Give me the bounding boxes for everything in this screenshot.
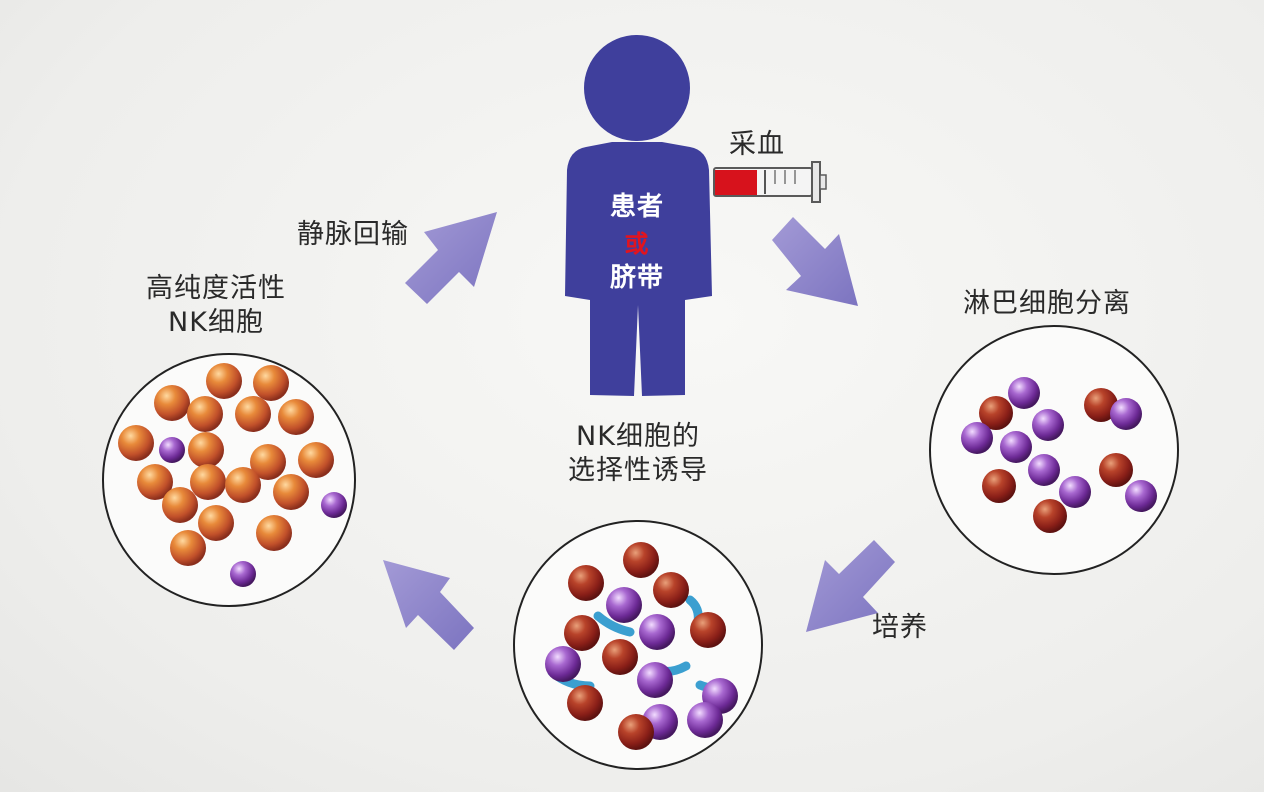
nk-cell (206, 363, 242, 399)
red-cell (568, 565, 604, 601)
nk-cell (137, 464, 173, 500)
purple-cell (1125, 480, 1157, 512)
red-cell (1084, 388, 1118, 422)
nk-cell (170, 530, 206, 566)
nk-cell (198, 505, 234, 541)
red-cell (1099, 453, 1133, 487)
arrow-to-lymph-separation (772, 217, 858, 306)
red-cell (979, 396, 1013, 430)
purple-cell (545, 646, 581, 682)
selective-line2: 选择性诱导 (568, 454, 708, 486)
lymph-separation-label: 淋巴细胞分离 (963, 288, 1131, 319)
nk-cell (253, 365, 289, 401)
nk-cell (187, 396, 223, 432)
purple-cell (1008, 377, 1040, 409)
purple-cell (1028, 454, 1060, 486)
red-cell (564, 615, 600, 651)
nk-cell (190, 464, 226, 500)
arrow-to-culture (806, 540, 895, 632)
nk-cell (256, 515, 292, 551)
high-purity-line1: 高纯度活性 (146, 273, 286, 304)
nk-cell (278, 399, 314, 435)
purple-cell (1110, 398, 1142, 430)
lymph-separation-circle (929, 325, 1179, 575)
red-cell (618, 714, 654, 750)
purple-cell (321, 492, 347, 518)
purple-cell (687, 702, 723, 738)
purple-cell (1032, 409, 1064, 441)
nk-cell (154, 385, 190, 421)
red-cell (1033, 499, 1067, 533)
nk-cell (298, 442, 334, 478)
red-cell (653, 572, 689, 608)
red-cell (623, 542, 659, 578)
iv-return-label: 静脉回输 (297, 219, 409, 250)
patient-label: 患者 (609, 192, 664, 222)
nk-cell (235, 396, 271, 432)
high-purity-line2: NK细胞 (168, 306, 264, 338)
nk-cell (250, 444, 286, 480)
patient-figure (565, 35, 712, 396)
purple-cell (1059, 476, 1091, 508)
nk-cell (118, 425, 154, 461)
purple-cell (1000, 431, 1032, 463)
purple-cell (606, 587, 642, 623)
purple-cell (639, 614, 675, 650)
purple-cell (159, 437, 185, 463)
or-label: 或 (624, 230, 650, 258)
purple-cell (637, 662, 673, 698)
red-cell (602, 639, 638, 675)
culture-label: 培养 (872, 612, 928, 643)
red-cell (567, 685, 603, 721)
purple-cell (230, 561, 256, 587)
nk-cell (273, 474, 309, 510)
umbilical-label: 脐带 (609, 263, 664, 293)
selective-line1: NK细胞的 (576, 421, 700, 452)
selective-induction-circle (513, 520, 763, 770)
selective-induction-label: NK细胞的 选择性诱导 (538, 420, 738, 488)
syringe-icon (713, 161, 827, 203)
nk-cell (188, 432, 224, 468)
red-cell (690, 612, 726, 648)
purple-cell (961, 422, 993, 454)
arrow-to-high-purity (383, 560, 474, 650)
blood-draw-label: 采血 (729, 129, 785, 160)
high-purity-nk-circle (102, 353, 356, 607)
arrow-iv-return (405, 212, 497, 304)
high-purity-label: 高纯度活性 NK细胞 (118, 272, 314, 340)
nk-cell (225, 467, 261, 503)
nk-cell (162, 487, 198, 523)
red-cell (982, 469, 1016, 503)
